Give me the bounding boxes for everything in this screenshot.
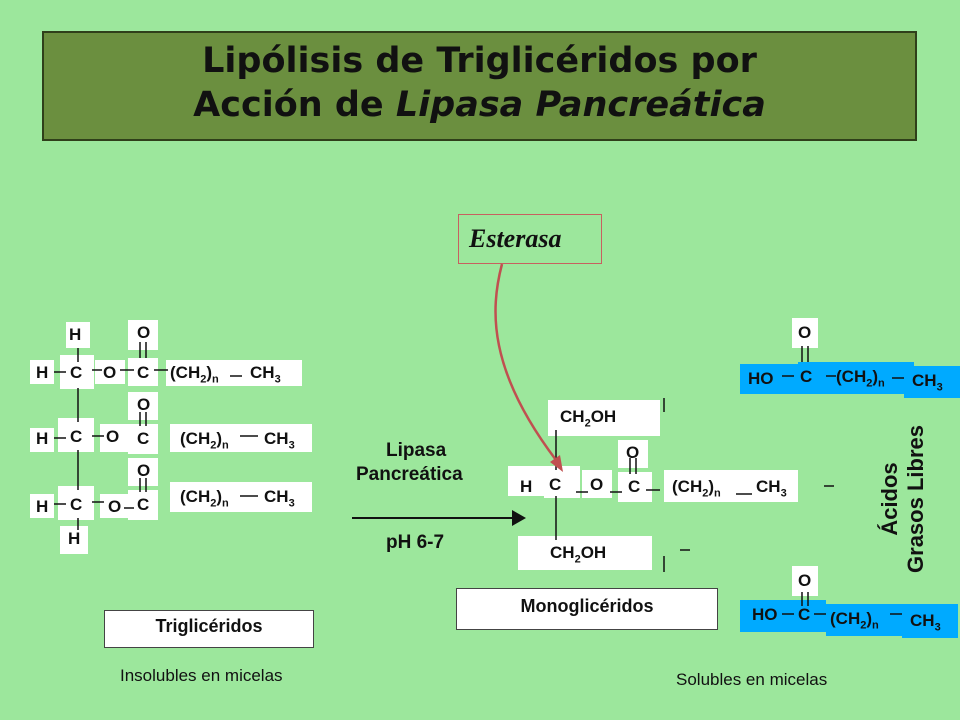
atom-c: C: [137, 429, 150, 448]
atom-c: C: [70, 495, 83, 514]
enzyme-label-line2: Pancreática: [356, 464, 463, 485]
insoluble-label: Insolubles en micelas: [120, 666, 283, 685]
atom-h-top: H: [69, 325, 82, 344]
ph-label: pH 6-7: [386, 532, 445, 553]
ch2n-group: (CH2)n: [672, 477, 721, 500]
atom-c: C: [137, 495, 150, 514]
atom-h: H: [36, 497, 49, 516]
ch2n-group: (CH2)n: [180, 429, 229, 452]
ch2n-group: (CH2)n: [180, 487, 229, 510]
ch3-group: CH3: [250, 363, 281, 386]
atom-o: O: [137, 395, 151, 414]
atom-o: O: [590, 475, 604, 494]
atom-c: C: [798, 605, 811, 624]
enzyme-label-line1: Lipasa: [386, 440, 447, 461]
atom-c: C: [70, 363, 83, 382]
atom-ho: HO: [752, 605, 778, 624]
free-fatty-acids-label: Ácidos Grasos Libres: [868, 404, 938, 594]
atom-o: O: [106, 427, 120, 446]
atom-h: H: [36, 363, 49, 382]
ch2n-group: (CH2)n: [836, 367, 885, 390]
atom-o: O: [626, 443, 640, 462]
ch3-group: CH3: [910, 611, 941, 634]
free-fatty-acids-line1: Ácidos: [877, 462, 902, 536]
ch3-group: CH3: [912, 371, 943, 394]
soluble-label: Solubles en micelas: [676, 670, 828, 689]
ch3-group: CH3: [264, 429, 295, 452]
free-fatty-acids-line2: Grasos Libres: [903, 425, 928, 573]
ch3-group: CH3: [264, 487, 295, 510]
atom-o: O: [137, 323, 151, 342]
title-prefix: Acción de: [193, 85, 396, 125]
ch3-group: CH3: [756, 477, 787, 500]
atom-o: O: [103, 363, 117, 382]
atom-c: C: [549, 475, 562, 494]
atom-h: H: [520, 477, 533, 496]
ch2oh-group: CH2OH: [550, 543, 607, 566]
atom-c: C: [70, 427, 83, 446]
title-banner: Lipólisis de Triglicéridos por Acción de…: [42, 31, 917, 141]
atom-c: C: [800, 367, 813, 386]
atom-o: O: [798, 323, 812, 342]
ch2oh-group: CH2OH: [560, 407, 617, 430]
title-line-2: Acción de Lipasa Pancreática: [44, 83, 915, 127]
triglycerides-label: Triglicéridos: [104, 610, 314, 648]
atom-h-bottom: H: [68, 529, 81, 548]
esterasa-box: Esterasa: [458, 214, 602, 264]
title-line-1: Lipólisis de Triglicéridos por: [202, 41, 757, 81]
title-enzyme: Lipasa Pancreática: [395, 85, 766, 125]
atom-c: C: [137, 363, 150, 382]
ch2n-group: (CH2)n: [830, 609, 879, 632]
atom-h: H: [36, 429, 49, 448]
atom-ho: HO: [748, 369, 774, 388]
ch2n-group: (CH2)n: [170, 363, 219, 386]
atom-o: O: [798, 571, 812, 590]
atom-o: O: [108, 497, 122, 516]
atom-c: C: [628, 477, 641, 496]
monoglycerides-label: Monoglicéridos: [456, 588, 718, 630]
atom-o: O: [137, 461, 151, 480]
